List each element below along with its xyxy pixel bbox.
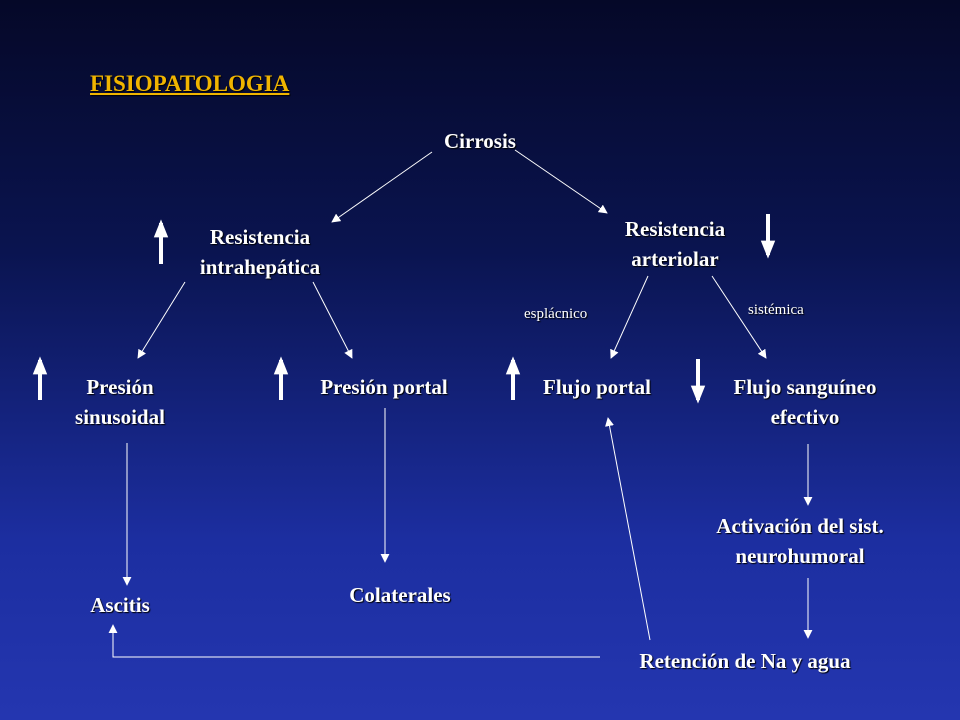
node-retencion: Retención de Na y agua xyxy=(639,649,851,673)
node-line: Resistencia xyxy=(209,225,311,249)
node-resistencia-intrahepatica: Resistencia intrahepática xyxy=(170,222,350,282)
node-flujo-portal: Flujo portal xyxy=(543,375,651,399)
node-flujo-sanguineo-efectivo: Flujo sanguíneo efectivo xyxy=(705,372,905,432)
node-activacion-neurohumoral: Activación del sist. neurohumoral xyxy=(680,511,920,571)
arrow-retencion-to-flujo-portal xyxy=(605,417,651,641)
node-line: Flujo sanguíneo xyxy=(733,375,877,399)
node-line: Activación del sist. xyxy=(716,514,884,538)
node-line: neurohumoral xyxy=(735,544,865,568)
arrow-arteriolar-to-flujo-portal xyxy=(610,275,649,359)
node-line: arteriolar xyxy=(631,247,719,271)
arrow-intrahepatica-to-presion-sinusoidal xyxy=(137,281,186,359)
arrow-cirrosis-to-resistencia-arteriolar xyxy=(514,149,608,214)
arrow-retencion-to-ascitis xyxy=(108,624,600,658)
node-line: Presión xyxy=(86,375,154,399)
node-colaterales: Colaterales xyxy=(349,583,451,607)
node-line: efectivo xyxy=(770,405,840,429)
node-presion-sinusoidal: Presión sinusoidal xyxy=(40,372,200,432)
node-line: sinusoidal xyxy=(75,405,165,429)
edge-label-sistemica: sistémica xyxy=(748,302,804,318)
node-ascitis: Ascitis xyxy=(90,593,150,617)
node-resistencia-arteriolar: Resistencia arteriolar xyxy=(590,214,760,274)
edge-label-esplacnico: esplácnico xyxy=(524,306,588,322)
node-presion-portal: Presión portal xyxy=(320,375,448,399)
node-cirrosis: Cirrosis xyxy=(444,129,516,153)
arrow-cirrosis-to-resistencia-intrahepatica xyxy=(331,151,433,223)
arrow-intrahepatica-to-presion-portal xyxy=(312,281,353,359)
node-line: intrahepática xyxy=(199,255,321,279)
page-title: FISIOPATOLOGIA xyxy=(90,71,290,96)
arrow-arteriolar-to-flujo-sanguineo xyxy=(711,275,767,359)
node-line: Resistencia xyxy=(624,217,726,241)
